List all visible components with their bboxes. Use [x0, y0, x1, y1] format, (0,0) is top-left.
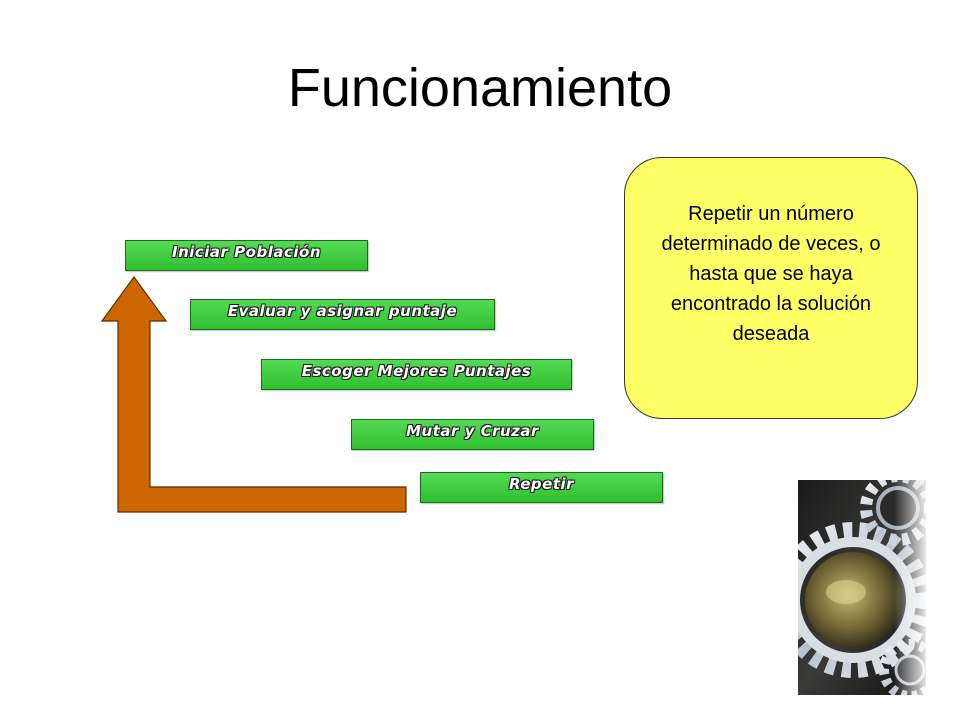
note-text: Repetir un número determinado de veces, …: [661, 203, 881, 345]
gears-icon: [798, 480, 926, 695]
step-label: Escoger Mejores Puntajes: [301, 361, 532, 380]
step-label: Iniciar Población: [172, 242, 321, 261]
step-iniciar-poblacion: Iniciar Población: [125, 240, 368, 271]
step-mutar-cruzar: Mutar y Cruzar: [351, 419, 594, 450]
step-label: Evaluar y asignar puntaje: [227, 301, 458, 320]
slide-title: Funcionamiento: [287, 58, 673, 118]
note-box: Repetir un número determinado de veces, …: [624, 157, 918, 419]
step-label: Mutar y Cruzar: [406, 421, 539, 440]
step-escoger-mejores: Escoger Mejores Puntajes: [261, 359, 572, 390]
step-evaluar-puntaje: Evaluar y asignar puntaje: [190, 299, 495, 330]
step-repetir: Repetir: [420, 472, 663, 503]
step-label: Repetir: [508, 474, 575, 493]
